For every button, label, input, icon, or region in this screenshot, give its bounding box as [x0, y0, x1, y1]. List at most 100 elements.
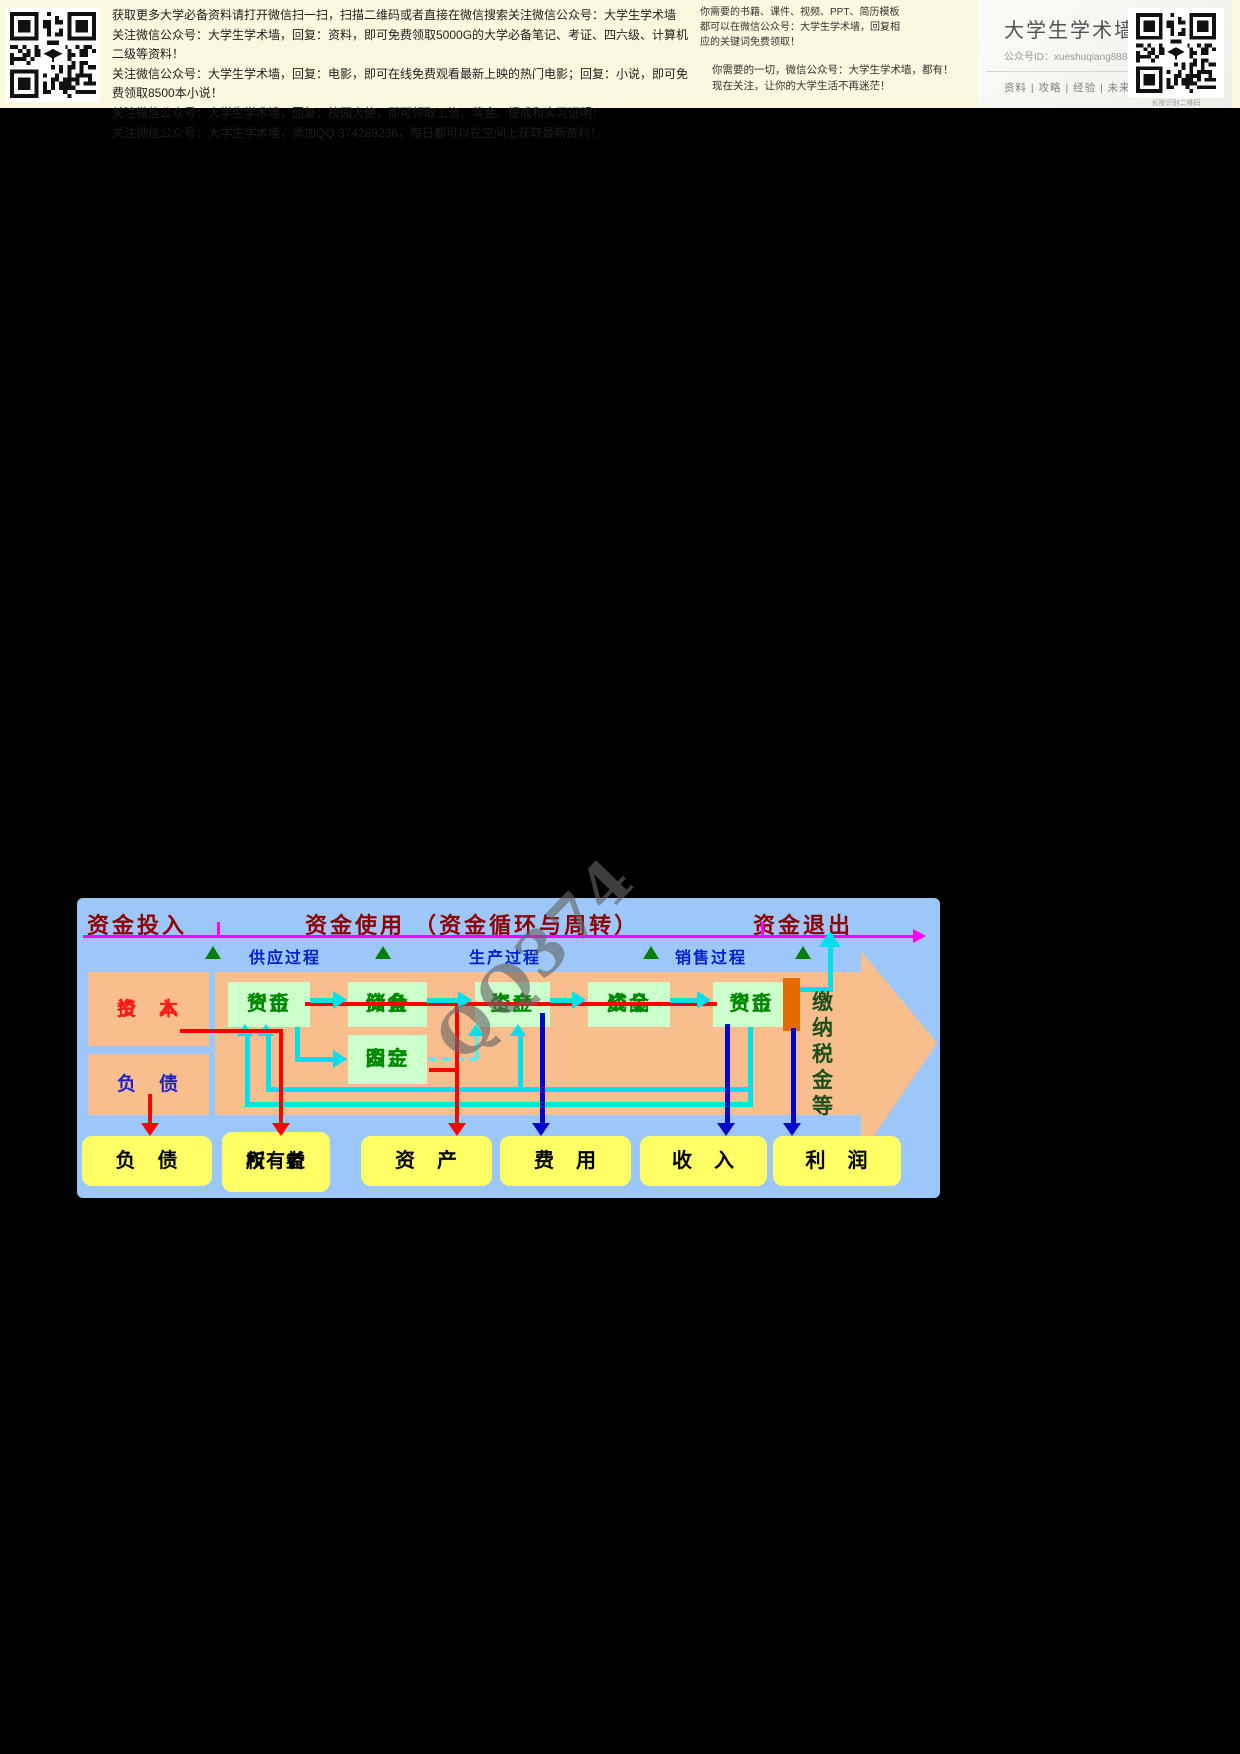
triangle-marker-icon: [643, 946, 659, 959]
big-arrow-head: [861, 951, 937, 1155]
box-label: 固定: [365, 1048, 410, 1070]
blue-income-line: [725, 1024, 730, 1124]
account-assets: 资 产: [361, 1136, 492, 1186]
card-qr-code: [1128, 8, 1224, 98]
promo-line: 关注微信公众号：大学生学术墙，回复：资料，即可免费领取5000G的大学必备笔记、…: [112, 27, 689, 62]
blue-expense-line: [540, 1013, 545, 1124]
triangle-marker-icon: [795, 946, 811, 959]
account-expenses: 费 用: [500, 1136, 631, 1186]
promo-line: 获取更多大学必备资料请打开微信扫一扫，扫描二维码或者直接在微信搜索关注微信公众号…: [112, 8, 677, 22]
notice-line: 你需要的一切，微信公众号：大学生学术墙，都有！: [712, 64, 954, 76]
notice-line: 现在关注，让你的大学生活不再迷茫！: [712, 80, 891, 92]
box-fixed-funds: 固定 资金: [348, 1035, 427, 1084]
dashed-cyan-line: [475, 1033, 479, 1059]
cyan-loop-line: [245, 1035, 250, 1102]
triangle-marker-icon: [375, 946, 391, 959]
red-liability-line: [148, 1094, 152, 1124]
box-label: 负 债: [116, 1074, 180, 1095]
arrow-down-icon: [717, 1123, 735, 1136]
brand-card: 大学生学术墙 公众号ID：xueshuqiang8888 资料 | 攻略 | 经…: [978, 0, 1232, 108]
cyan-line: [295, 1027, 300, 1061]
notice-line: 应的关键词免费领取！: [700, 37, 800, 48]
notice-line: 你需要的书籍、课件、视频、PPT、简历模板: [700, 7, 900, 18]
notice-text-block: 你需要的书籍、课件、视频、PPT、简历模板 都可以在微信公众号：大学生学术墙，回…: [700, 5, 910, 50]
box-label: 资金: [247, 993, 291, 1015]
arrow-right-icon: [458, 991, 472, 1009]
arrow-down-icon: [783, 1123, 801, 1136]
account-profit: 利 润: [773, 1136, 901, 1186]
arrow-down-icon: [532, 1123, 550, 1136]
box-label: 货币: [729, 993, 774, 1015]
triangle-marker-icon: [205, 946, 221, 959]
divider: [986, 71, 1156, 72]
cyan-loop-line: [748, 1027, 753, 1106]
notice-line: 都可以在微信公众号：大学生学术墙，回复相: [700, 22, 900, 33]
arrow-down-icon: [448, 1123, 466, 1136]
cyan-branch-line: [518, 1035, 523, 1087]
brand-tags: 资料 | 攻略 | 经验 | 未来: [1004, 82, 1131, 94]
account-owners-equity: 所有者 权 益: [222, 1132, 330, 1192]
box-label: 负 债: [115, 1150, 179, 1172]
box-monetary-funds-1: 货币 资金: [228, 982, 310, 1027]
box-label: 投 入: [116, 998, 180, 1020]
arrow-right-icon: [572, 991, 586, 1009]
arrow-down-icon: [141, 1123, 159, 1136]
brand-account-id: 公众号ID：xueshuqiang8888: [1004, 52, 1133, 63]
arrow-right-icon: [333, 991, 347, 1009]
box-label: 资 本: [116, 998, 180, 1020]
promo-line: 关注微信公众号：大学生学术墙，添加QQ 374289236，每日都可以在空间上获…: [112, 125, 603, 140]
box-label: 权 益: [245, 1151, 306, 1172]
box-label: 货币: [247, 993, 291, 1015]
process-sales: 销售过程: [675, 950, 748, 967]
promo-line: 关注微信公众号：大学生学术墙，回复：校园大使，即可领取工资、奖金、提成和实习证明…: [112, 105, 605, 120]
tax-payment-label: 缴纳税金等: [812, 991, 833, 1118]
qr-caption: 长按识别二维码: [1151, 100, 1201, 107]
cyan-loop-line: [266, 1087, 753, 1092]
tax-bar: [783, 978, 800, 1031]
account-income: 收 入: [640, 1136, 767, 1186]
box-monetary-funds-2: 货币 资金: [713, 982, 790, 1027]
promo-text-block: 获取更多大学必备资料请打开微信扫一扫，扫描二维码或者直接在微信搜索关注微信公众号…: [112, 6, 694, 143]
title-funds-input: 资金投入: [87, 913, 188, 938]
axis-line: [83, 935, 913, 938]
red-capital-line: [180, 1029, 283, 1033]
box-label: 收 入: [672, 1150, 735, 1172]
red-capital-line: [279, 1029, 283, 1124]
red-asset-line: [455, 1004, 459, 1124]
notice-text-block-2: 你需要的一切，微信公众号：大学生学术墙，都有！ 现在关注，让你的大学生活不再迷茫…: [712, 62, 962, 94]
flow-arrow-line: [310, 998, 334, 1003]
brand-title: 大学生学术墙: [1004, 20, 1136, 42]
box-label: 费 用: [534, 1150, 597, 1172]
axis-arrowhead-icon: [913, 929, 926, 943]
red-flow-line: [305, 1002, 717, 1006]
cyan-tax-line: [799, 987, 833, 992]
process-production: 生产过程: [469, 950, 542, 967]
box-label: 资金: [729, 993, 774, 1015]
arrow-right-icon: [333, 1050, 347, 1068]
blue-profit-line: [791, 1028, 796, 1124]
axis-tick: [217, 922, 220, 935]
promo-line: 关注微信公众号：大学生学术墙，回复：电影，即可在线免费观看最新上映的热门电影；回…: [112, 66, 689, 101]
cyan-loop-line: [266, 1035, 271, 1087]
cyan-loop-line: [245, 1102, 753, 1107]
arrow-up-icon: [819, 931, 841, 947]
process-supply: 供应过程: [249, 950, 322, 967]
arrow-up-icon: [510, 1024, 526, 1036]
box-label: 资 产: [395, 1150, 458, 1172]
box-label: 所有者: [245, 1151, 306, 1172]
cyan-tax-line: [828, 945, 833, 992]
red-connector-line: [429, 1068, 457, 1072]
wechat-qr-code: [6, 8, 100, 102]
funds-flow-diagram: 资金投入 资金使用 （资金循环与周转） 资金退出 供应过程 生产过程 销售过程 …: [77, 898, 940, 1198]
box-label: 利 润: [805, 1150, 869, 1172]
flow-arrow-line: [427, 998, 459, 1003]
box-invested-capital: 投 入 资 本: [88, 972, 209, 1046]
arrow-up-icon: [468, 1024, 484, 1036]
dashed-cyan-line: [429, 1057, 477, 1061]
flow-arrow-line: [550, 998, 573, 1003]
account-liabilities: 负 债: [82, 1136, 212, 1186]
arrow-right-icon: [697, 991, 711, 1009]
arrow-down-icon: [272, 1123, 290, 1136]
title-funds-usage: 资金使用 （资金循环与周转）: [305, 913, 640, 938]
